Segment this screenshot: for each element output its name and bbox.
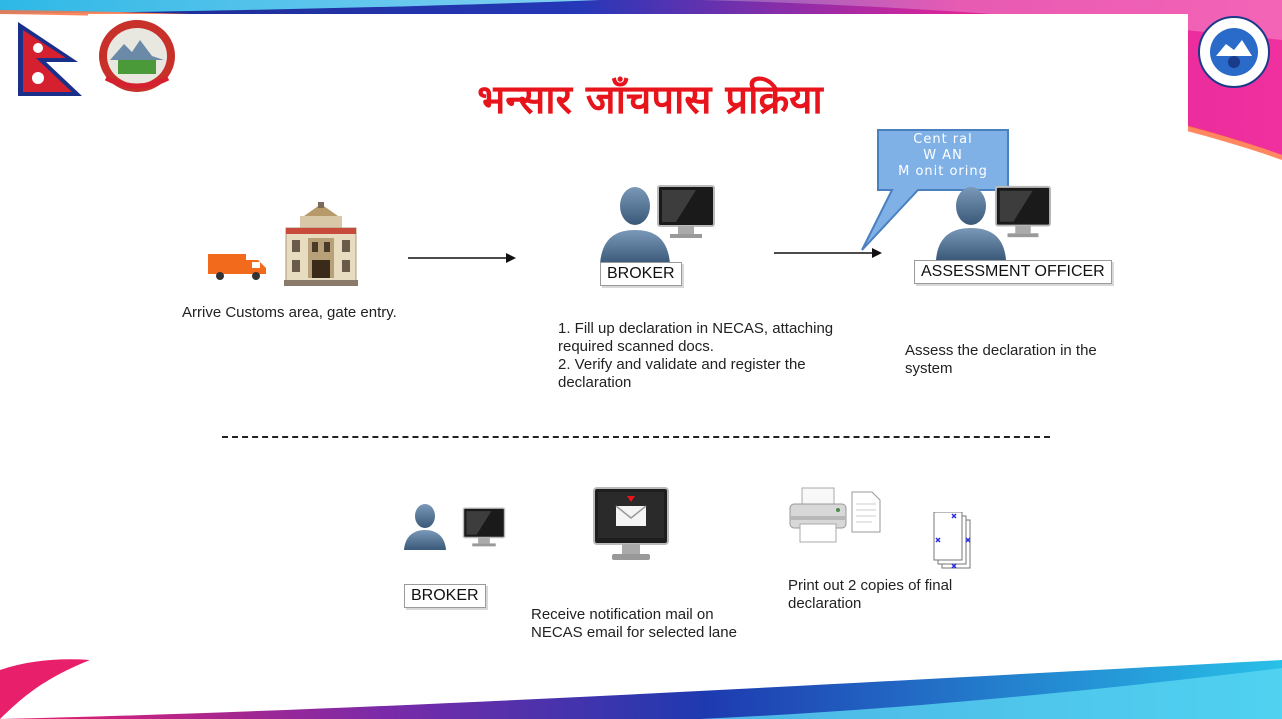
- person-icon: [600, 187, 670, 264]
- document-icon: [851, 491, 881, 533]
- bottom-swoosh-decoration: [0, 659, 1282, 719]
- callout-text: Cent ral W AN M onit oring: [878, 132, 1008, 180]
- step3-line: system: [905, 360, 953, 377]
- arrow-step2-to-step3: [774, 248, 882, 258]
- printer-icon: [789, 487, 847, 543]
- page-title: भन्सार जाँचपास प्रक्रिया: [477, 77, 823, 123]
- step2-line: declaration: [558, 374, 632, 391]
- monitor-icon: [994, 185, 1052, 238]
- customs-logo-icon: [1198, 16, 1270, 88]
- nepal-flag-icon: [18, 22, 82, 96]
- step2-line: 1. Fill up declaration in NECAS, attachi…: [558, 320, 834, 337]
- step2-line: required scanned docs.: [558, 338, 714, 355]
- arrow-step1-to-step2: [408, 253, 516, 263]
- broker-label: BROKER: [404, 584, 486, 608]
- mail-monitor-icon: [593, 487, 669, 560]
- step1-text: Arrive Customs area, gate entry.: [182, 304, 397, 321]
- customs-building-icon: [284, 202, 358, 286]
- callout-shape: [861, 129, 1009, 251]
- nepal-emblem-icon: [99, 20, 175, 92]
- callout-line: M onit oring: [898, 164, 988, 179]
- step3-text: Assess the declaration in the system: [905, 342, 1097, 378]
- truck-icon: [208, 254, 266, 280]
- step2-line: 2. Verify and validate and register the: [558, 356, 806, 373]
- section-divider: [222, 436, 1050, 438]
- step5-line: Receive notification mail on: [531, 606, 714, 623]
- callout-line: W AN: [923, 148, 963, 163]
- step6-line: declaration: [788, 595, 862, 612]
- callout-line: Cent ral: [913, 132, 973, 147]
- step2-text: 1. Fill up declaration in NECAS, attachi…: [558, 320, 833, 392]
- content-panel: [88, 14, 1188, 132]
- step3-line: Assess the declaration in the: [905, 342, 1097, 359]
- assessment-officer-label: ASSESSMENT OFFICER: [914, 260, 1112, 284]
- person-icon: [936, 187, 1006, 260]
- step5-text: Receive notification mail on NECAS email…: [531, 606, 737, 642]
- monitor-icon: [657, 185, 715, 238]
- step6-text: Print out 2 copies of final declaration: [788, 577, 952, 613]
- person-icon: [404, 504, 446, 550]
- step6-line: Print out 2 copies of final: [788, 577, 953, 594]
- monitor-icon: [462, 507, 506, 547]
- document-stack-icon: [933, 512, 971, 569]
- broker-label: BROKER: [600, 262, 682, 286]
- step5-line: NECAS email for selected lane: [531, 624, 737, 641]
